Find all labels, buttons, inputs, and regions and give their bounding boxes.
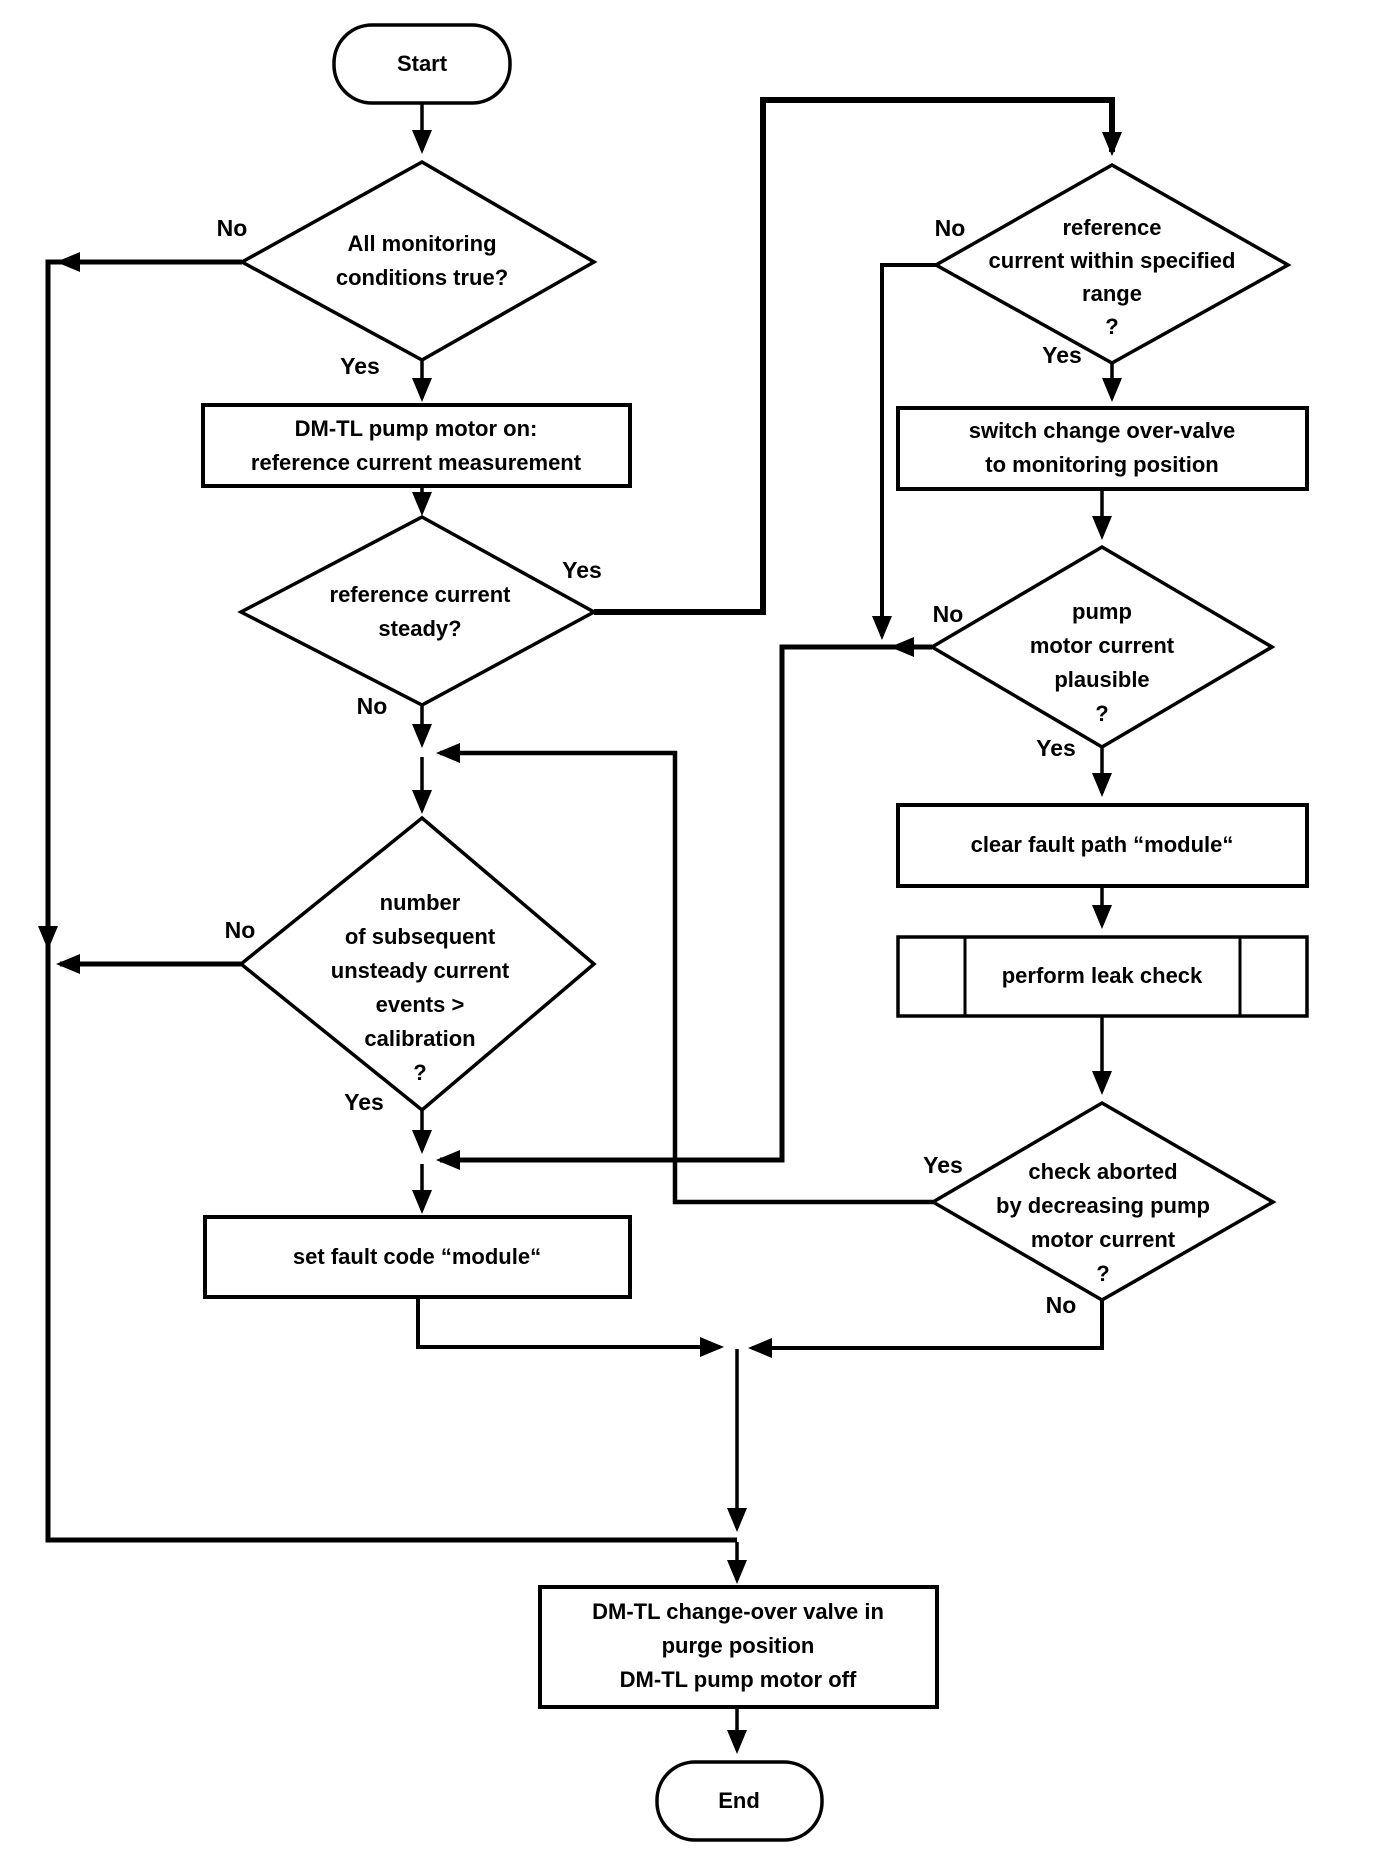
process-pump-motor-on-shape (201, 403, 632, 488)
edge-aborted-yes-connector (436, 743, 933, 1205)
edge-label-monitoring-yes: Yes (340, 353, 380, 379)
edge-label-plausible-yes: Yes (1036, 735, 1076, 761)
edge-label-steady-no: No (356, 693, 388, 719)
decision-ref-current-range-shape (932, 162, 1292, 366)
decision-check-aborted-label: check aborted by decreasing pump motor c… (996, 1159, 1210, 1286)
process-set-fault-code-label: set fault code “module“ (292, 1244, 542, 1269)
decision-all-monitoring-label: All monitoring conditions true? (335, 231, 509, 290)
arrowhead-plausible-no-junction (890, 637, 914, 657)
process-valve-purge-off-label: DM-TL change-over valve in purge positio… (592, 1599, 884, 1692)
edge-label-range-yes: Yes (1042, 342, 1082, 368)
end-node-label: End (718, 1788, 760, 1813)
edge-monitoring-no-left-rail (45, 259, 737, 1543)
start-node-label: Start (396, 51, 448, 76)
decision-ref-current-steady-label: reference current steady? (329, 582, 511, 641)
process-valve-purge-off-shape (538, 1585, 939, 1709)
decision-all-monitoring-shape (238, 159, 598, 363)
edge-aborted-no (748, 1300, 1104, 1358)
subroutine-perform-leak-check-label: perform leak check (1001, 963, 1203, 988)
edge-steady-yes-connector (594, 97, 1122, 615)
decision-ref-current-range-label: reference current within specified range… (988, 215, 1236, 339)
start-node-shape (332, 23, 512, 105)
edge-plausible-no-connector (436, 644, 932, 1170)
edge-label-range-no: No (934, 215, 966, 241)
edge-range-no (872, 263, 936, 640)
process-set-fault-code-shape (203, 1215, 632, 1299)
decision-check-aborted-shape (929, 1100, 1277, 1303)
decision-unsteady-events-label: number of subsequent unsteady current ev… (330, 890, 510, 1085)
decision-pump-current-plausible-shape (928, 544, 1276, 750)
edge-label-steady-yes: Yes (562, 557, 602, 583)
arrowhead-left-rail-down (38, 926, 58, 950)
decision-unsteady-events-shape (238, 815, 597, 1113)
edge-setfault-out (416, 1297, 724, 1357)
arrowhead-monitoring-no (56, 252, 80, 272)
decision-pump-current-plausible-label: pump motor current plausible ? (1029, 599, 1175, 726)
edge-label-aborted-yes: Yes (923, 1152, 963, 1178)
process-clear-fault-path-shape (896, 803, 1309, 888)
edge-label-monitoring-no: No (216, 215, 248, 241)
decision-ref-current-steady-shape (237, 515, 598, 707)
process-pump-motor-on-label: DM-TL pump motor on: reference current m… (250, 416, 582, 475)
process-clear-fault-path-label: clear fault path “module“ (970, 832, 1234, 857)
process-switch-valve-label: switch change over-valve to monitoring p… (968, 418, 1236, 477)
process-switch-valve-shape (896, 406, 1309, 491)
edge-label-events-no: No (224, 917, 256, 943)
edge-label-aborted-no: No (1045, 1292, 1077, 1318)
end-node-shape (655, 1760, 824, 1842)
edge-label-plausible-no: No (932, 601, 964, 627)
edge-label-events-yes: Yes (344, 1089, 384, 1115)
